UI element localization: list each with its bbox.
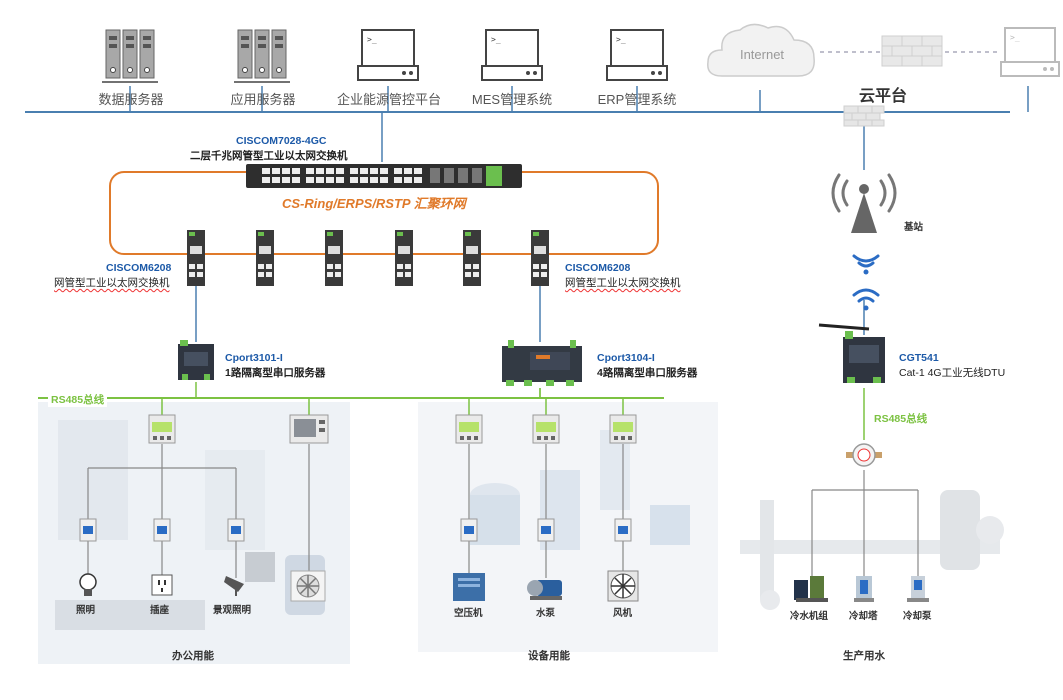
server-icon	[102, 29, 158, 83]
monitor-icon: >_	[606, 29, 668, 81]
breaker-landscape	[227, 518, 245, 542]
edge-switch-right-desc: 网管型工业以太网交换机	[565, 277, 681, 289]
firewall-small-icon	[843, 105, 885, 127]
energy-meter-pump	[532, 414, 560, 444]
lightbulb-icon	[79, 573, 97, 596]
compressor-icon	[453, 573, 485, 601]
top-device-data-server	[96, 26, 164, 96]
internet-label: Internet	[739, 47, 785, 62]
svg-text:>_: >_	[491, 35, 501, 44]
cloud-icon	[707, 23, 815, 77]
ring-network-label: CS-Ring/ERPS/RSTP 汇聚环网	[282, 196, 466, 211]
base-station-label: 基站	[904, 222, 924, 233]
monitor-icon: >_	[357, 29, 419, 81]
cooling-pump-icon	[907, 576, 929, 602]
energy-meter-compressor	[455, 414, 483, 444]
top-device-energy-platform: >_	[356, 28, 420, 88]
monitor-icon: >_	[481, 29, 543, 81]
fan-icon	[607, 570, 639, 602]
water-meter-icon	[846, 443, 882, 467]
office-zone-label: 办公用能	[172, 650, 214, 662]
dtu-desc: Cat-1 4G工业无线DTU	[899, 367, 1006, 379]
edge-switch-3	[325, 230, 343, 286]
ac-controller-icon	[289, 414, 329, 444]
ac-unit-icon	[290, 570, 326, 602]
socket-icon	[151, 574, 173, 596]
cloud-terminal-icon: >_	[1000, 27, 1060, 77]
dtu-model: CGT541	[899, 352, 939, 364]
serial-server-right-model: Cport3104-I	[597, 352, 655, 364]
serial-server-right-device	[502, 340, 582, 386]
top-device-label-3: MES管理系统	[471, 92, 553, 107]
edge-switch-right-model: CISCOM6208	[565, 262, 631, 274]
edge-switch-left-desc: 网管型工业以太网交换机	[54, 277, 170, 289]
cooling-tower-icon	[854, 576, 874, 602]
chiller-icon	[794, 576, 828, 602]
energy-meter-office	[148, 414, 176, 444]
production-load-label-1: 冷却塔	[849, 611, 878, 622]
edge-switch-1	[187, 230, 205, 286]
edge-switch-5	[463, 230, 481, 286]
svg-text:>_: >_	[616, 35, 626, 44]
equipment-zone-label: 设备用能	[528, 650, 570, 662]
rs485-right-label: RS485总线	[874, 413, 928, 425]
equipment-load-label-1: 水泵	[536, 608, 556, 619]
serial-server-left-model: Cport3101-I	[225, 352, 283, 364]
core-switch-device	[246, 164, 522, 188]
equipment-load-label-2: 风机	[613, 608, 633, 619]
svg-text:>_: >_	[1010, 33, 1020, 42]
production-load-label-2: 冷却泵	[903, 611, 932, 622]
rs485-main-label: RS485总线	[48, 392, 108, 407]
top-device-label-4: ERP管理系统	[597, 92, 677, 107]
breaker-fan	[614, 518, 632, 542]
breaker-pump	[537, 518, 555, 542]
serial-server-right-desc: 4路隔离型串口服务器	[597, 367, 698, 379]
edge-switch-4	[395, 230, 413, 286]
server-icon	[234, 29, 290, 83]
wifi-signal-up-icon	[852, 288, 880, 311]
core-switch-desc: 二层千兆网管型工业以太网交换机	[190, 150, 348, 162]
breaker-lighting	[79, 518, 97, 542]
base-station-tower-icon	[831, 173, 897, 233]
svg-text:>_: >_	[367, 35, 377, 44]
production-zone-label: 生产用水	[843, 650, 885, 662]
breaker-compressor	[460, 518, 478, 542]
top-device-erp: >_	[605, 28, 669, 88]
energy-meter-fan	[609, 414, 637, 444]
dtu-device	[818, 323, 885, 383]
water-pump-icon	[527, 580, 562, 600]
cloud-platform-label: 云平台	[858, 88, 907, 105]
top-device-app-server	[228, 26, 296, 96]
equipment-load-label-0: 空压机	[454, 608, 483, 619]
edge-switch-2	[256, 230, 274, 286]
spotlight-icon	[224, 576, 244, 596]
serial-server-left-desc: 1路隔离型串口服务器	[225, 367, 326, 379]
serial-server-left-device	[178, 340, 214, 380]
top-device-mes: >_	[480, 28, 544, 88]
office-load-label-2: 景观照明	[213, 605, 252, 616]
breaker-socket	[153, 518, 171, 542]
production-load-label-0: 冷水机组	[790, 611, 829, 622]
office-load-label-0: 照明	[76, 605, 96, 616]
wifi-signal-icon	[852, 254, 880, 275]
top-device-label-0: 数据服务器	[98, 92, 164, 107]
top-device-label-2: 企业能源管控平台	[336, 92, 441, 107]
core-switch-model: CISCOM7028-4GC	[236, 135, 327, 147]
edge-switch-left-model: CISCOM6208	[106, 262, 172, 274]
office-load-label-1: 插座	[150, 605, 170, 616]
top-device-label-1: 应用服务器	[230, 92, 296, 107]
firewall-icon	[881, 35, 943, 67]
edge-switch-6	[531, 230, 549, 286]
